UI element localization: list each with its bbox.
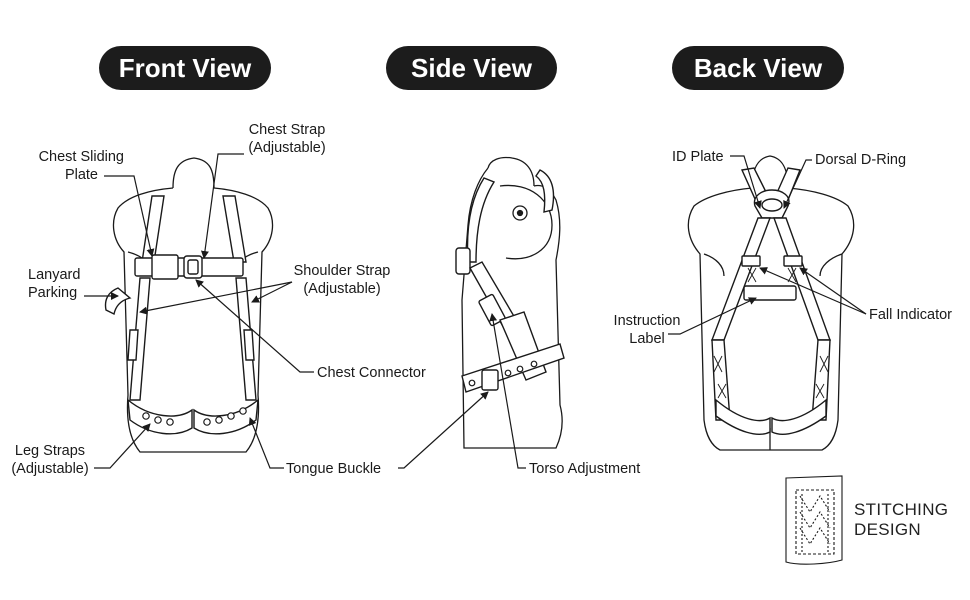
instruction-label-line1: Instruction — [613, 313, 681, 329]
chest-sliding-plate-line2: Plate — [64, 167, 98, 183]
lanyard-parking-label: Lanyard Parking — [26, 266, 80, 302]
chest-sliding-plate-line1: Chest Sliding — [38, 149, 124, 165]
dorsal-d-ring-label: Dorsal D-Ring — [815, 152, 907, 168]
lanyard-parking-line1: Lanyard — [28, 267, 81, 283]
side-harness — [455, 169, 565, 393]
chest-connector-label: Chest Connector — [317, 365, 426, 381]
chest-strap-label: Chest Strap (Adjustable) — [236, 121, 338, 157]
back-harness — [710, 167, 831, 435]
stitching-line2: DESIGN — [854, 520, 921, 539]
stitching-icon — [785, 475, 843, 565]
lanyard-parking-line2: Parking — [28, 285, 78, 301]
side-grommets — [468, 360, 538, 387]
tongue-buckle-label: Tongue Buckle — [286, 461, 382, 477]
torso-adjustment-label: Torso Adjustment — [529, 461, 641, 477]
shoulder-strap-line2: (Adjustable) — [303, 281, 381, 297]
chest-strap-line2: (Adjustable) — [248, 140, 326, 156]
shoulder-strap-label: Shoulder Strap (Adjustable) — [286, 262, 398, 298]
back-stitch-patches — [713, 267, 829, 399]
instruction-label-label: Instruction Label — [606, 312, 688, 348]
front-leg-grommets — [142, 407, 247, 426]
side-view-title: Side View — [386, 46, 557, 90]
id-plate-label: ID Plate — [672, 149, 724, 165]
leg-straps-line2: (Adjustable) — [11, 461, 89, 477]
leg-straps-label: Leg Straps (Adjustable) — [4, 442, 96, 478]
instruction-label-line2: Label — [629, 331, 665, 347]
chest-sliding-plate-label: Chest Sliding Plate — [20, 148, 124, 184]
leader-lines — [84, 153, 867, 469]
leg-straps-line1: Leg Straps — [14, 443, 86, 459]
front-view-title: Front View — [99, 46, 271, 90]
fall-indicator-label: Fall Indicator — [869, 307, 953, 323]
back-view-title: Back View — [672, 46, 844, 90]
stitching-line1: STITCHING — [854, 500, 949, 519]
shoulder-strap-line1: Shoulder Strap — [293, 263, 391, 279]
stitching-design-label: STITCHING DESIGN — [854, 500, 948, 540]
chest-strap-line1: Chest Strap — [248, 122, 326, 138]
